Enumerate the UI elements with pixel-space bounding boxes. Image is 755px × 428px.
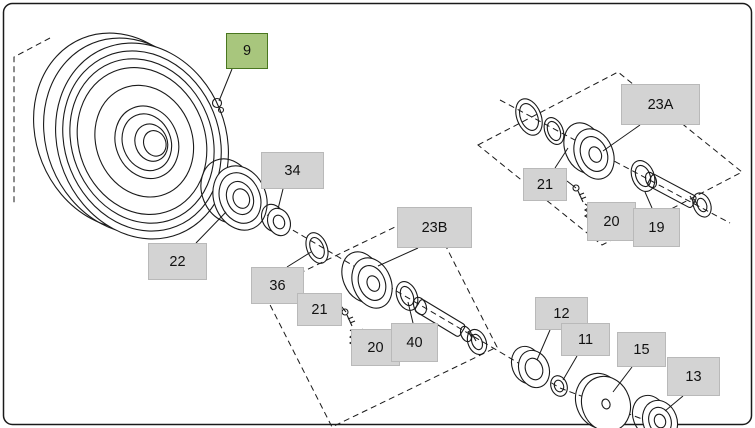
assembly-box-23A	[477, 71, 743, 246]
cap-screw-21-left	[341, 308, 356, 327]
snap-ring-36	[305, 232, 329, 264]
washer-34-drawing	[260, 203, 292, 237]
ring-19	[630, 160, 656, 192]
cap-screw-21-right	[572, 184, 587, 203]
roller-13	[641, 399, 679, 428]
bearing-22-drawing	[200, 158, 268, 231]
part-label-9-selected[interactable]: 9	[226, 33, 268, 69]
ring-11	[550, 375, 568, 397]
part-label-15[interactable]: 15	[617, 332, 666, 367]
shaft-23A	[644, 171, 712, 218]
pulley-drawing	[33, 32, 229, 240]
roller-bearing-23B	[351, 257, 393, 309]
part-label-21-right[interactable]: 21	[523, 168, 567, 201]
assembly-23A-parts	[515, 98, 712, 220]
part-label-13[interactable]: 13	[667, 357, 720, 396]
assembly-box-23B	[262, 210, 498, 428]
left-construction-line	[13, 37, 51, 206]
part-label-21-left[interactable]: 21	[297, 293, 342, 326]
part-label-40[interactable]: 40	[391, 323, 438, 362]
ring-large-23A	[515, 98, 543, 136]
part-label-23A[interactable]: 23A	[621, 84, 700, 125]
part-label-11[interactable]: 11	[561, 323, 610, 356]
part-label-19[interactable]: 19	[633, 208, 680, 247]
rim-lug-detail	[211, 97, 223, 109]
assembly-23B-parts	[305, 232, 488, 356]
shield-disc-15	[580, 375, 632, 428]
lower-right-parts	[510, 345, 679, 428]
ring-small-23A	[543, 117, 565, 145]
part-label-22[interactable]: 22	[148, 243, 207, 280]
rim-lug-detail-small	[217, 106, 225, 114]
roller-bearing-23A	[573, 128, 615, 180]
washer-12	[517, 349, 551, 389]
part-label-34[interactable]: 34	[261, 152, 324, 189]
part-label-23B[interactable]: 23B	[397, 207, 472, 248]
part-label-20-right[interactable]: 20	[587, 202, 636, 241]
part-label-36[interactable]: 36	[251, 267, 304, 304]
ring-40	[395, 281, 419, 311]
